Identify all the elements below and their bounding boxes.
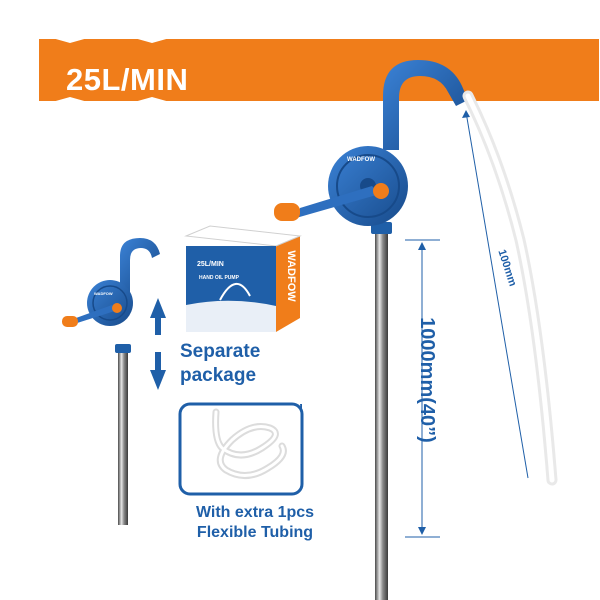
pump-brand-label: WADFOW [347,157,375,163]
arrow-down-icon [150,352,166,390]
suction-tube [375,228,388,600]
box-brand-label: WADFOW [285,250,297,302]
banner-title: 25L/MIN [66,62,189,97]
main-pump [274,60,558,600]
dimension-arrow-icon [405,239,440,538]
tube-length-label: 1000mm(40”) [416,317,438,443]
small-pump [62,238,160,525]
small-suction-tube [118,351,128,525]
tubing-card [178,402,304,496]
crank-handle [296,186,380,218]
handle-grip [274,203,300,221]
outlet-spout [383,60,468,150]
tubing-caption: With extra 1pcs Flexible Tubing [195,504,315,541]
small-pump-brand-label: WADFOW [94,291,113,296]
box-rate-label: 25L/MIN [197,261,224,268]
product-box [184,225,302,332]
small-pump-body [87,280,133,326]
separate-package-caption: Separate package [180,341,261,386]
handle-grip-hub [373,183,389,199]
arrow-up-icon [150,298,166,335]
box-product-name: HAND OIL PUMP [199,275,239,281]
hose-dimension-arrow-icon [462,110,529,479]
